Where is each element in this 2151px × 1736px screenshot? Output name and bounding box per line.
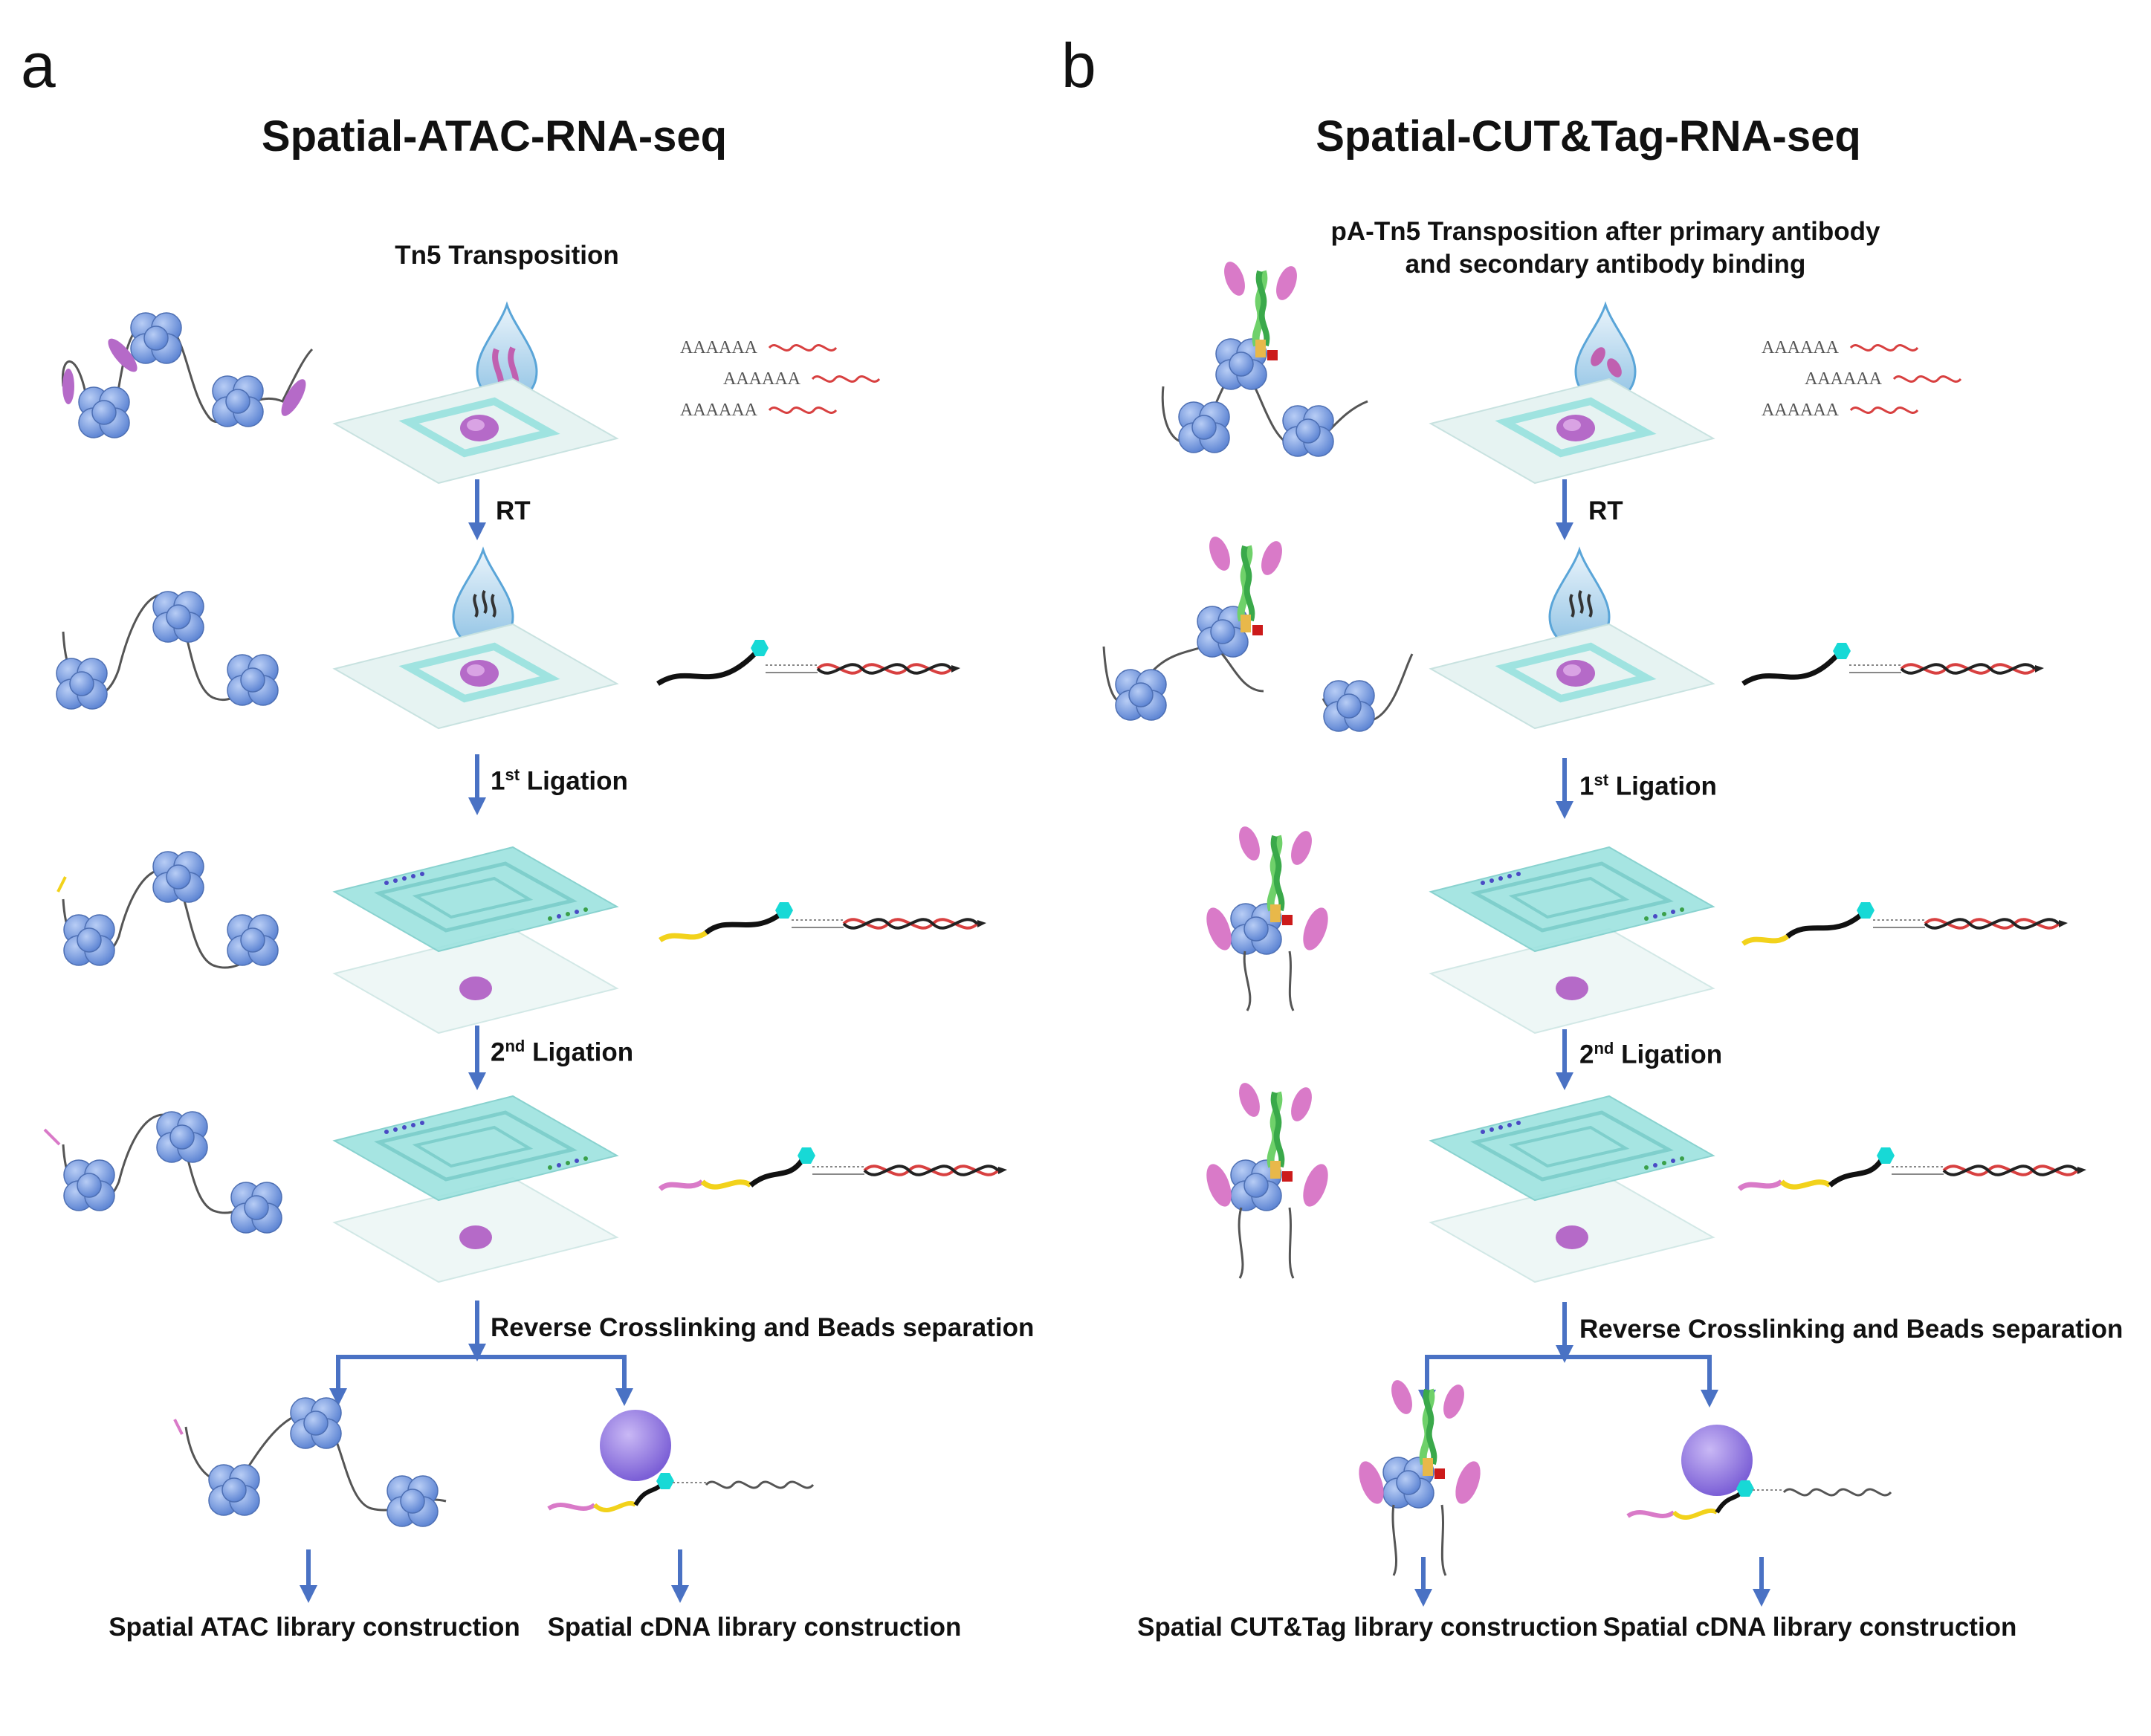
- bead-cdna-a: [547, 1410, 815, 1512]
- panel-b-artwork: [1102, 259, 2088, 1607]
- ordinal-sup: st: [505, 765, 520, 784]
- polya-b-3: AAAAAA: [1762, 401, 1839, 420]
- library-label-atac: Spatial ATAC library construction: [109, 1613, 520, 1642]
- polya-a-3: AAAAAA: [680, 401, 757, 420]
- bead-icon: [600, 1410, 671, 1481]
- ordinal: 2: [1579, 1040, 1594, 1069]
- bead-icon: [1681, 1425, 1753, 1496]
- polya-b-1: AAAAAA: [1762, 338, 1839, 357]
- cdna-helix-row2-a: [656, 640, 962, 686]
- ligation-word: Ligation: [520, 766, 628, 796]
- ordinal-sup: st: [1594, 771, 1609, 789]
- ligation-word: Ligation: [1608, 771, 1717, 801]
- ordinal: 1: [1579, 771, 1594, 801]
- panel-a-artwork: [43, 303, 1009, 1603]
- chromatin-row2-b: [1102, 534, 1414, 732]
- step-title-line-2: and secondary antibody binding: [1405, 250, 1806, 279]
- step-title-pa-tn5: pA-Tn5 Transposition after primary antib…: [1331, 216, 1880, 281]
- chromatin-row2-a: [56, 591, 279, 710]
- panel-title-a: Spatial-ATAC-RNA-seq: [261, 112, 728, 161]
- cdna-helix-row3-b: [1741, 902, 2069, 946]
- panel-letter-b: b: [1061, 30, 1096, 100]
- chromatin-row4-b: [1206, 1080, 1328, 1279]
- library-label-cdna-b: Spatial cDNA library construction: [1602, 1613, 2017, 1642]
- step-title-line-1: pA-Tn5 Transposition after primary antib…: [1330, 217, 1880, 246]
- polya-b-2: AAAAAA: [1805, 369, 1882, 389]
- step-label-rt-a: RT: [496, 496, 531, 525]
- panel-title-b: Spatial-CUT&Tag-RNA-seq: [1316, 112, 1861, 161]
- chromatin-final-b: [1359, 1377, 1481, 1576]
- cdna-helix-row4-b: [1737, 1147, 2088, 1191]
- library-label-cuttag: Spatial CUT&Tag library construction: [1137, 1613, 1598, 1642]
- cdna-helix-row3-a: [659, 902, 988, 943]
- ordinal-sup: nd: [1594, 1039, 1614, 1058]
- polya-a-2: AAAAAA: [723, 369, 800, 389]
- panel-letter-a: a: [21, 30, 56, 100]
- ordinal-sup: nd: [505, 1037, 525, 1055]
- step-label-ligation2-b: 2nd Ligation: [1579, 1039, 1722, 1070]
- arrow-split-a: [329, 1355, 633, 1406]
- cdna-helix-row2-b: [1741, 643, 2045, 686]
- library-label-cdna-a: Spatial cDNA library construction: [547, 1613, 962, 1642]
- bead-cdna-b: [1626, 1425, 1892, 1520]
- chromatin-row4-a: [43, 1111, 282, 1234]
- step-label-rt-b: RT: [1588, 496, 1623, 525]
- chromatin-final-a: [173, 1397, 447, 1527]
- step-label-ligation1-b: 1st Ligation: [1579, 771, 1717, 802]
- chromatin-row3-b: [1206, 823, 1328, 1011]
- ordinal: 2: [491, 1037, 505, 1067]
- step-label-reverse-b: Reverse Crosslinking and Beads separatio…: [1579, 1315, 2123, 1344]
- cdna-helix-row4-a: [658, 1147, 1009, 1191]
- chromatin-row3-a: [56, 851, 279, 969]
- step-label-reverse-a: Reverse Crosslinking and Beads separatio…: [491, 1313, 1035, 1342]
- arrow-split-b: [1418, 1355, 1718, 1408]
- step-title-tn5: Tn5 Transposition: [395, 241, 619, 270]
- mrna-a: [768, 344, 881, 414]
- ordinal: 1: [491, 766, 505, 796]
- step-label-ligation1-a: 1st Ligation: [491, 765, 628, 797]
- ligation-word: Ligation: [1614, 1040, 1723, 1069]
- mrna-b: [1849, 344, 1962, 414]
- chromatin-row1-a: [61, 312, 314, 438]
- ligation-word: Ligation: [525, 1037, 634, 1067]
- polya-a-1: AAAAAA: [680, 338, 757, 357]
- chromatin-row1-b: [1161, 259, 1368, 457]
- step-label-ligation2-a: 2nd Ligation: [491, 1037, 633, 1068]
